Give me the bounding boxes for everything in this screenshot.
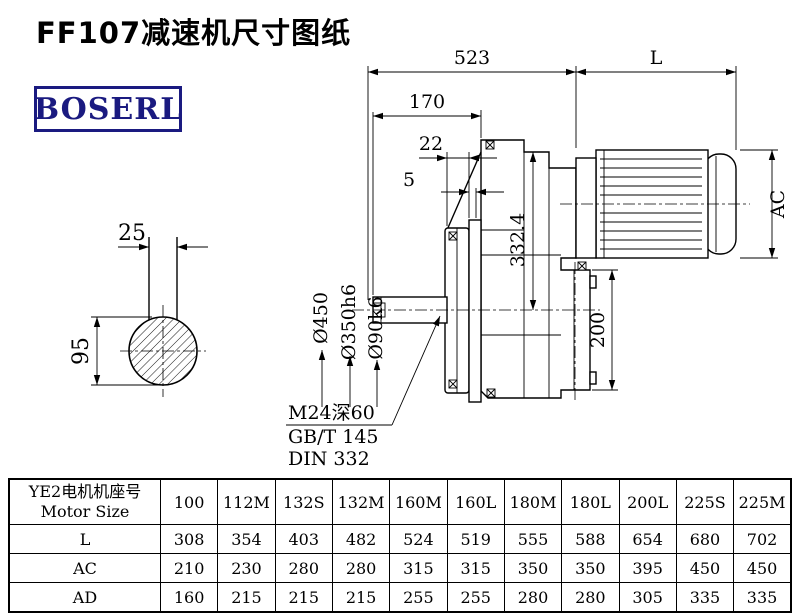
cell: 350 bbox=[561, 553, 620, 583]
cell: 255 bbox=[446, 582, 505, 613]
cell: 215 bbox=[217, 582, 276, 613]
dimensions: 523 L 170 22 5 AC 332.4 bbox=[286, 47, 789, 470]
shaft-circle bbox=[128, 316, 198, 386]
row-label: AC bbox=[8, 553, 161, 583]
cell: 308 bbox=[159, 524, 219, 554]
cell: 654 bbox=[618, 524, 677, 554]
cell: 255 bbox=[389, 582, 448, 613]
col-header: 132S bbox=[274, 478, 333, 525]
cell: 335 bbox=[675, 582, 735, 613]
note-thread: M24深60 bbox=[288, 402, 375, 424]
cell: 395 bbox=[618, 553, 677, 583]
cell: 160 bbox=[159, 582, 219, 613]
col-header: 200L bbox=[618, 478, 677, 525]
note-din: DIN 332 bbox=[288, 448, 370, 470]
cell: 280 bbox=[331, 553, 391, 583]
brand-logo-text: BOSERL bbox=[33, 91, 183, 127]
table-row-AD: AD 160 215 215 215 255 255 280 280 305 3… bbox=[8, 582, 792, 613]
cell: 280 bbox=[503, 582, 563, 613]
note-gbt: GB/T 145 bbox=[288, 426, 379, 448]
header-en: Motor Size bbox=[40, 502, 130, 521]
dim-dia90-label: Ø90k6 bbox=[365, 296, 387, 359]
cell: 350 bbox=[503, 553, 563, 583]
cell: 230 bbox=[217, 553, 276, 583]
brand-logo: BOSERL bbox=[34, 86, 182, 132]
cell: 210 bbox=[159, 553, 219, 583]
cell: 354 bbox=[217, 524, 276, 554]
dim-dia450-label: Ø450 bbox=[310, 292, 332, 344]
cell: 588 bbox=[561, 524, 620, 554]
cell: 403 bbox=[274, 524, 333, 554]
shaft-section-view: 25 95 bbox=[69, 221, 208, 397]
col-header: 180L bbox=[561, 478, 620, 525]
dim-200-label: 200 bbox=[587, 312, 609, 348]
motor-fins bbox=[600, 158, 702, 250]
dimension-drawing: 25 95 bbox=[69, 47, 789, 470]
cell: 524 bbox=[389, 524, 448, 554]
bolt-marks bbox=[448, 140, 587, 398]
motor-size-table: YE2电机机座号 Motor Size 100 112M 132S 132M 1… bbox=[8, 478, 792, 613]
dim-22-label: 22 bbox=[419, 133, 443, 155]
col-header: 225M bbox=[733, 478, 792, 525]
dim-dia350-label: Ø350h6 bbox=[338, 284, 360, 360]
cell: 519 bbox=[446, 524, 505, 554]
dim-95-label: 95 bbox=[69, 337, 94, 365]
cell: 315 bbox=[389, 553, 448, 583]
cell: 335 bbox=[733, 582, 792, 613]
dim-L-label: L bbox=[650, 47, 663, 69]
row-label: AD bbox=[8, 582, 161, 613]
page-title: FF107减速机尺寸图纸 bbox=[36, 16, 352, 50]
cell: 215 bbox=[274, 582, 333, 613]
cell: 702 bbox=[733, 524, 792, 554]
col-header: 225S bbox=[675, 478, 735, 525]
dim-170-label: 170 bbox=[409, 91, 445, 113]
dim-25-label: 25 bbox=[118, 221, 146, 246]
table-row-L: L 308 354 403 482 524 519 555 588 654 68… bbox=[8, 524, 792, 554]
gearbox-main-view bbox=[352, 139, 750, 403]
col-header: 112M bbox=[217, 478, 276, 525]
cell: 555 bbox=[503, 524, 563, 554]
col-header: 160L bbox=[446, 478, 505, 525]
dim-5-label: 5 bbox=[403, 169, 415, 191]
cell: 450 bbox=[733, 553, 792, 583]
col-header: 132M bbox=[331, 478, 391, 525]
table-row-AC: AC 210 230 280 280 315 315 350 350 395 4… bbox=[8, 553, 792, 583]
table-header-row: YE2电机机座号 Motor Size 100 112M 132S 132M 1… bbox=[8, 478, 792, 525]
cell: 215 bbox=[331, 582, 391, 613]
header-cn: YE2电机机座号 bbox=[28, 482, 142, 501]
dim-AC-label: AC bbox=[767, 190, 789, 219]
cell: 280 bbox=[274, 553, 333, 583]
cell: 280 bbox=[561, 582, 620, 613]
dim-332-label: 332.4 bbox=[507, 213, 529, 267]
dim-523-label: 523 bbox=[454, 47, 490, 69]
table-header-motor-size: YE2电机机座号 Motor Size bbox=[8, 478, 161, 525]
cell: 315 bbox=[446, 553, 505, 583]
cell: 450 bbox=[675, 553, 735, 583]
col-header: 100 bbox=[159, 478, 219, 525]
row-label: L bbox=[8, 524, 161, 554]
cell: 680 bbox=[675, 524, 735, 554]
col-header: 180M bbox=[503, 478, 563, 525]
cell: 305 bbox=[618, 582, 677, 613]
cell: 482 bbox=[331, 524, 391, 554]
col-header: 160M bbox=[389, 478, 448, 525]
